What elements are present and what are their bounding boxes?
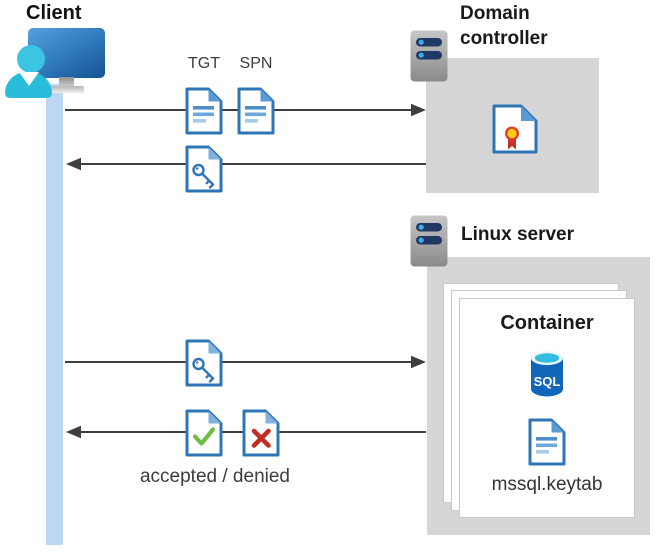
person-body-icon [5,72,52,98]
key-document-icon [185,145,223,193]
denied-document-icon [242,409,280,457]
monitor-base-icon [50,86,84,93]
arrowhead-left-icon [66,157,81,171]
client-label: Client [26,2,82,24]
accepted-document-icon [185,409,223,457]
linux-server-icon [410,215,448,267]
client-timeline-bar [46,84,63,545]
domain-controller-label: Domain controller [460,3,548,49]
arrowhead-right-icon [411,355,426,369]
spn-label: SPN [239,55,273,72]
container-card: Container SQL mssql.keytab [459,298,635,518]
monitor-stand-icon [59,77,74,87]
keytab-document-icon [528,418,566,466]
arrowhead-right-icon [411,103,426,117]
container-label: Container [500,312,594,334]
sql-badge: SQL [534,374,561,389]
result-label: accepted / denied [139,466,290,487]
spn-document-icon [237,87,275,135]
certificate-icon [492,104,538,154]
person-vneck-icon [18,72,39,86]
sql-database-icon: SQL [531,351,563,397]
arrowhead-left-icon [66,425,81,439]
tgt-label: TGT [188,55,220,72]
key-document-icon [185,339,223,387]
tgt-document-icon [185,87,223,135]
linux-server-label: Linux server [461,224,574,245]
person-head-icon [17,45,45,73]
domain-controller-server-icon [410,30,448,82]
keytab-label: mssql.keytab [491,474,603,495]
